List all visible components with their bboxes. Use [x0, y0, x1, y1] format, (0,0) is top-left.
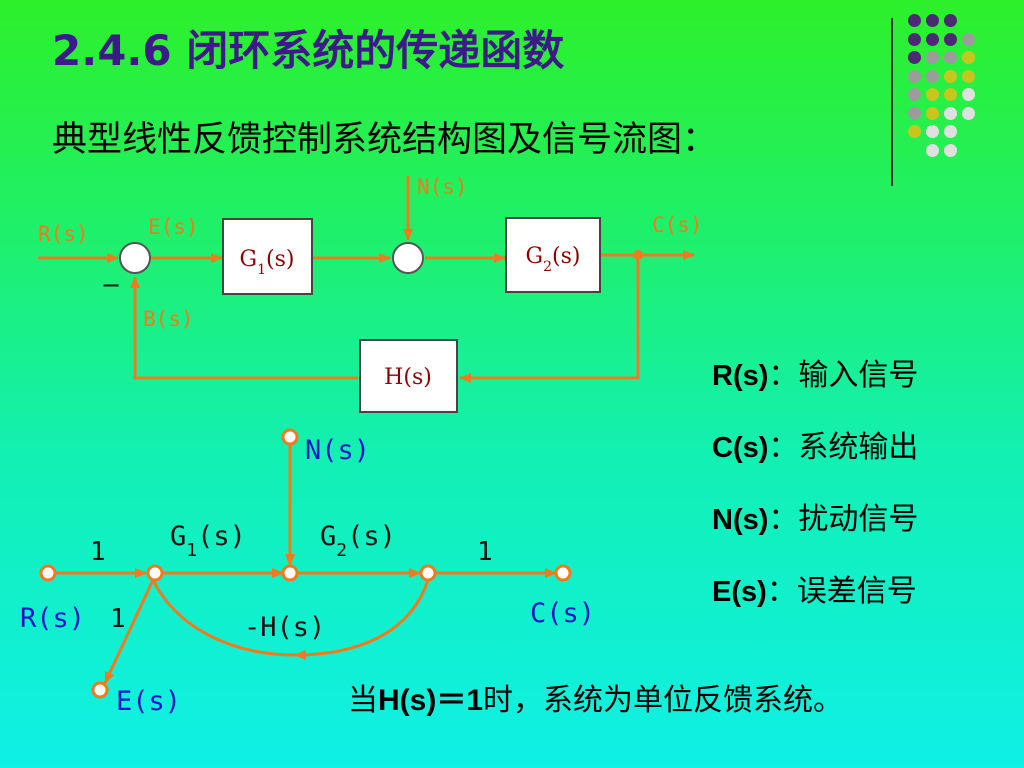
legend-item-disturbance: N(s)：扰动信号: [712, 494, 918, 566]
legend-separator: ：: [768, 358, 799, 393]
note-suffix: 时，系统为单位反馈系统。: [483, 683, 844, 718]
decor-dot: [926, 88, 939, 101]
feedback-return-wire: [130, 276, 358, 380]
legend-text: 误差信号: [796, 574, 917, 609]
sfg-input-label: R(s): [20, 603, 85, 634]
decor-dot: [926, 125, 939, 138]
decorative-dot-grid: [908, 14, 1018, 164]
summing-junction-2: [392, 242, 424, 274]
bd-input-label: R(s): [38, 222, 89, 246]
legend-text: 系统输出: [798, 430, 919, 465]
sfg-gain-input: 1: [90, 537, 106, 567]
decor-dot: [944, 14, 957, 27]
legend-symbol: E(s): [712, 576, 767, 608]
note-prefix: 当: [348, 683, 378, 718]
block-h-label: H(s): [384, 365, 432, 390]
sfg-node-disturbance-sum: [281, 564, 299, 582]
signal-legend: R(s)：输入信号 C(s)：系统输出 N(s)：扰动信号 E(s)：误差信号: [712, 350, 918, 638]
block-g2: [505, 217, 601, 293]
sfg-branch-error: [103, 579, 155, 684]
sfg-gain-g2: G2(s): [320, 521, 396, 561]
decor-dot: [962, 88, 975, 101]
sfg-output-label: C(s): [530, 598, 595, 629]
bd-output-label: C(s): [652, 213, 703, 237]
decor-dot: [944, 106, 957, 120]
legend-text: 扰动信号: [798, 502, 919, 537]
sfg-gain-output: 1: [477, 537, 493, 567]
sfg-node-error: [91, 681, 109, 699]
decor-dot: [962, 106, 975, 120]
unit-feedback-note: 当H(s)＝1时，系统为单位反馈系统。: [348, 675, 843, 719]
bd-feedback-label: B(s): [143, 307, 194, 331]
decor-dot: [926, 14, 939, 27]
summing-junction-1: [119, 242, 151, 274]
legend-symbol: R(s): [712, 360, 769, 392]
decor-dot: [944, 143, 957, 157]
legend-symbol: N(s): [712, 504, 769, 536]
legend-item-output: C(s)：系统输出: [712, 422, 918, 494]
decor-dot: [944, 88, 957, 101]
decor-dot: [944, 125, 957, 138]
legend-separator: ：: [768, 502, 799, 537]
block-diagram: [38, 176, 695, 383]
legend-item-input: R(s)：输入信号: [712, 350, 918, 422]
bd-minus-sign: −: [101, 271, 121, 299]
sfg-gain-feedback: -H(s): [244, 612, 325, 643]
slide-title: 2.4.6 闭环系统的传递函数: [52, 26, 565, 75]
block-h: [359, 339, 458, 413]
bd-disturbance-label: N(s): [417, 175, 468, 199]
decor-dot: [944, 69, 957, 83]
sfg-disturbance-label: N(s): [305, 435, 370, 466]
decor-dot: [926, 51, 939, 64]
legend-item-error: E(s)：误差信号: [712, 566, 918, 638]
sfg-node-pre-output: [419, 564, 437, 582]
block-g1-label: G1(s): [240, 247, 295, 278]
block-g1: [222, 218, 313, 295]
decor-dot: [962, 51, 975, 64]
decor-dot: [962, 69, 975, 83]
decor-dot: [926, 69, 939, 83]
sfg-gain-g1: G1(s): [170, 521, 246, 561]
decor-dot: [926, 143, 939, 157]
decor-dot: [926, 106, 939, 120]
legend-separator: ：: [768, 430, 799, 465]
block-g2-label: G2(s): [526, 244, 581, 275]
slide-subtitle: 典型线性反馈控制系统结构图及信号流图：: [52, 120, 718, 160]
sfg-error-label: E(s): [116, 686, 181, 717]
output-takeoff-point: [633, 250, 643, 260]
sfg-gain-error: 1: [110, 604, 126, 634]
decor-dot: [908, 125, 921, 138]
sfg-node-error-junction: [146, 564, 164, 582]
legend-text: 输入信号: [798, 358, 919, 393]
decor-dot: [944, 32, 957, 46]
feedback-down-wire: [459, 255, 640, 383]
decor-dot: [908, 88, 921, 101]
sfg-node-disturbance: [281, 428, 299, 446]
decor-dot: [908, 51, 921, 64]
decor-dot: [908, 69, 921, 83]
signal-flow-graph: [55, 444, 557, 684]
note-expression: H(s)＝1: [378, 684, 484, 717]
decor-dot: [908, 14, 921, 27]
sfg-node-output: [554, 564, 572, 582]
legend-symbol: C(s): [712, 432, 769, 464]
decor-dot: [962, 32, 975, 46]
decor-dot: [908, 106, 921, 120]
header-divider: [891, 18, 893, 186]
sfg-node-input: [39, 564, 57, 582]
bd-error-label: E(s): [148, 215, 199, 239]
decor-dot: [944, 51, 957, 64]
legend-separator: ：: [766, 574, 797, 609]
decor-dot: [926, 32, 939, 46]
decor-dot: [908, 32, 921, 46]
